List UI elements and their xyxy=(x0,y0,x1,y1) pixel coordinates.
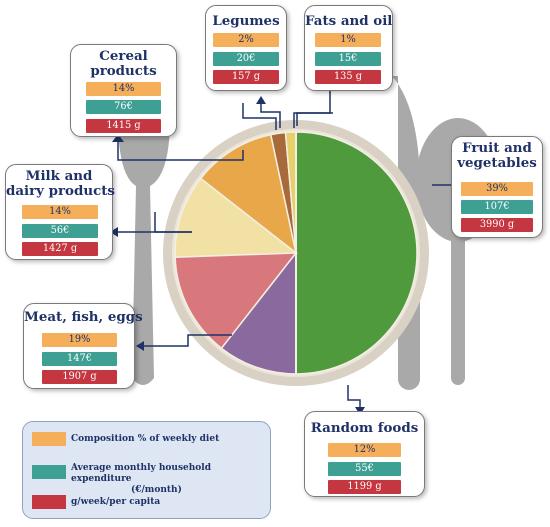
composition-percent: 2% xyxy=(213,33,279,47)
monthly-expenditure: 15€ xyxy=(315,52,381,66)
monthly-expenditure: 76€ xyxy=(86,100,161,114)
category-title-line: vegetables xyxy=(457,155,537,171)
category-title-line: products xyxy=(90,63,157,79)
category-title-line: Cereal xyxy=(99,48,148,64)
plate-wedge-cereal xyxy=(199,133,298,255)
legend-label-line: (€/month) xyxy=(131,485,182,495)
grams-per-week: 1907 g xyxy=(42,370,117,384)
plate-wedge-fruit xyxy=(295,131,418,375)
legend-swatch-grams xyxy=(32,495,66,509)
composition-percent: 14% xyxy=(86,82,161,96)
plate-wedge-random xyxy=(220,250,297,375)
monthly-expenditure: 56€ xyxy=(22,224,98,238)
category-title-line: dairy products xyxy=(6,183,115,199)
category-card-random-foods: Random foods 12% 55€ 1199 g xyxy=(304,411,425,497)
legend-label-line: Composition % of weekly diet xyxy=(71,434,220,444)
category-card-milk-dairy: Milk and dairy products 14% 56€ 1427 g xyxy=(5,164,115,260)
plate-wedge-meat xyxy=(174,252,298,350)
category-card-meat-fish-eggs: Meat, fish, eggs 19% 147€ 1907 g xyxy=(23,303,143,389)
legend-swatch-percent xyxy=(32,432,66,446)
food-wedges xyxy=(174,131,418,375)
category-title-line: Random foods xyxy=(310,420,419,436)
monthly-expenditure: 55€ xyxy=(328,462,401,476)
monthly-expenditure: 20€ xyxy=(213,52,279,66)
monthly-expenditure: 147€ xyxy=(42,352,117,366)
legend: Composition % of weekly diet Average mon… xyxy=(22,421,271,519)
legend-label-line: Average monthly household expenditure xyxy=(71,463,211,484)
category-card-fats-oil: Fats and oil 1% 15€ 135 g xyxy=(304,5,393,91)
category-title-line: Fruit and xyxy=(462,140,532,156)
category-title-line: Meat, fish, eggs xyxy=(24,309,143,325)
grams-per-week: 1199 g xyxy=(328,480,401,494)
composition-percent: 39% xyxy=(461,182,533,196)
grams-per-week: 157 g xyxy=(213,70,279,84)
legend-label-percent: Composition % of weekly diet xyxy=(71,434,219,445)
category-card-legumes: Legumes 2% 20€ 157 g xyxy=(205,5,287,91)
composition-percent: 19% xyxy=(42,333,117,347)
category-card-cereal: Cereal products 14% 76€ 1415 g xyxy=(70,44,177,137)
legend-label-expenditure: Average monthly household expenditure (€… xyxy=(71,463,270,496)
connector-lines-extra xyxy=(110,100,281,233)
grams-per-week: 135 g xyxy=(315,70,381,84)
category-title-line: Legumes xyxy=(212,13,280,29)
grams-per-week: 3990 g xyxy=(461,218,533,232)
composition-percent: 1% xyxy=(315,33,381,47)
legend-label-line: g/week/per capita xyxy=(71,497,161,507)
monthly-expenditure: 107€ xyxy=(461,200,533,214)
grams-per-week: 1415 g xyxy=(86,119,161,133)
legend-swatch-expenditure xyxy=(32,465,66,479)
category-title-line: Milk and xyxy=(25,168,93,184)
legend-label-grams: g/week/per capita xyxy=(71,497,160,508)
composition-percent: 12% xyxy=(328,443,401,457)
grams-per-week: 1427 g xyxy=(22,242,98,256)
composition-percent: 14% xyxy=(22,205,98,219)
arrow-head-meat xyxy=(136,341,144,351)
plate-wedge-milk xyxy=(174,177,299,258)
category-card-fruit-vegetables: Fruit and vegetables 39% 107€ 3990 g xyxy=(451,136,543,238)
category-title-line: Fats and oil xyxy=(305,13,393,29)
